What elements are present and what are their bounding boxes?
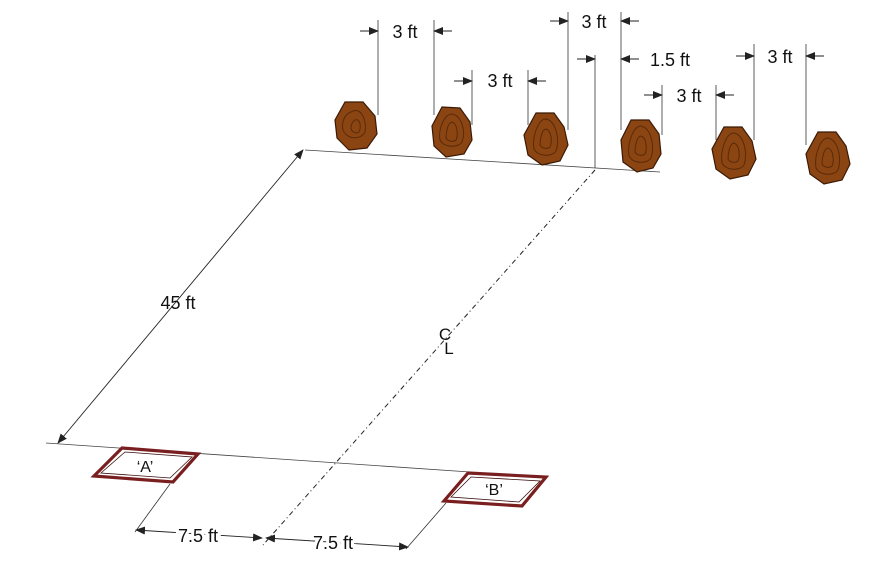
distance-dimension-line (57, 149, 304, 444)
center-offset-label: 1.5 ft (650, 50, 690, 70)
distance-label: 45 ft (160, 293, 195, 313)
box-b-label: ‘B’ (485, 482, 503, 499)
box-a-offset-label: 7.5 ft (178, 526, 218, 546)
target-1 (334, 101, 378, 151)
spacing-label-3: 3 ft (581, 12, 606, 32)
box-b-offset-dimension (265, 534, 409, 551)
box-a-extension (134, 483, 171, 533)
spacing-label-2: 3 ft (487, 71, 512, 91)
target-ring-inner (539, 128, 552, 149)
centerline-symbol-l: L (444, 339, 453, 358)
box-a-offset-dimension (135, 526, 263, 542)
target-ring-inner (350, 119, 361, 134)
target-ring-inner (821, 147, 834, 168)
target-body (523, 112, 569, 166)
target-3 (523, 112, 569, 166)
target-6 (805, 131, 851, 185)
shooter-line (45, 442, 471, 473)
target-ring-outer (815, 137, 841, 175)
target-5 (711, 126, 757, 180)
box-a-label: ‘A’ (137, 459, 154, 476)
target-body (334, 101, 378, 151)
targets (334, 101, 851, 185)
box-b-offset-label: 7.5 ft (313, 533, 353, 553)
target-ring-outer (342, 110, 366, 139)
target-ring-inner (727, 142, 740, 163)
target-ring-inner (445, 121, 458, 142)
box-b-extension (405, 502, 447, 550)
target-ring-outer (439, 113, 465, 147)
target-ring-outer (533, 118, 559, 156)
target-ring-outer (628, 125, 654, 163)
shooting-box-a: ‘A’ (90, 446, 202, 484)
spacing-label-5: 3 ft (767, 47, 792, 67)
target-ring-inner (634, 135, 647, 156)
target-2 (431, 106, 473, 158)
centerline-symbol-c: C (439, 325, 451, 344)
spacing-label-4: 3 ft (676, 86, 701, 106)
target-body (711, 126, 757, 180)
target-body (620, 119, 662, 173)
target-baseline (304, 149, 661, 173)
target-ring-outer (721, 132, 747, 170)
target-4 (620, 119, 662, 173)
target-spacing-dimensions (360, 17, 824, 99)
shooting-box-b: ‘B’ (440, 471, 550, 508)
spacing-label-1: 3 ft (392, 22, 417, 42)
target-body (431, 106, 473, 158)
centerline (262, 169, 596, 546)
target-body (805, 131, 851, 185)
